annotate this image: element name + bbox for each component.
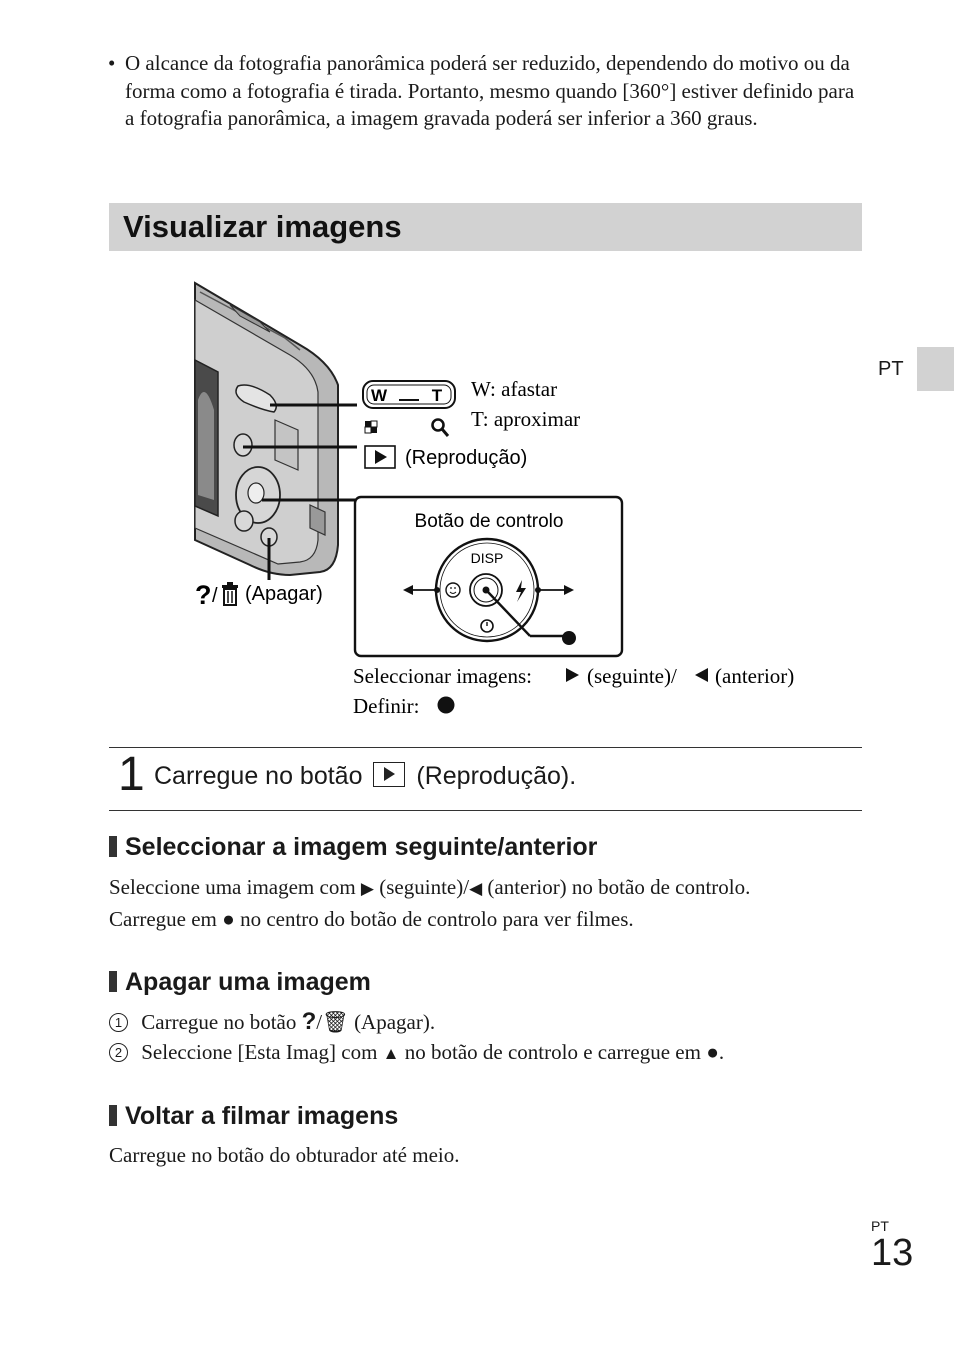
center-dot-icon: ●	[222, 907, 235, 931]
subheading-delete-text: Apagar uma imagem	[125, 968, 371, 996]
heading-marker	[109, 1105, 117, 1126]
subheading-select: Seleccionar a imagem seguinte/anterior	[109, 833, 597, 862]
left-triangle-icon: ◀	[469, 879, 483, 898]
select-caption-prev: (anterior)	[715, 664, 794, 688]
left-arrow-icon	[403, 585, 413, 595]
subheading-back-text: Voltar a filmar imagens	[125, 1102, 399, 1130]
right-triangle-icon: ▶	[360, 879, 374, 898]
step-instruction: Carregue no botão (Reprodução).	[154, 760, 576, 792]
zoom-t-letter: T	[432, 386, 443, 405]
step-circle: 1	[109, 1013, 128, 1032]
trash-icon: 🗑	[322, 1010, 349, 1034]
right-arrow-icon	[564, 585, 574, 595]
subheading-select-text: Seleccionar a imagem seguinte/anterior	[125, 833, 598, 861]
select-paragraph: Seleccione uma imagem com ▶ (seguinte)/◀…	[109, 875, 751, 931]
step-text-after: (Reprodução).	[416, 762, 577, 790]
language-tab	[917, 347, 954, 391]
intro-bullet: • O alcance da fotografia panorâmica pod…	[108, 50, 858, 133]
section-title: Visualizar imagens	[123, 209, 402, 244]
center-dot-icon: ●	[706, 1040, 719, 1064]
camera-diagram: W T W: afastar T: aproximar (Reprodução)…	[194, 281, 794, 718]
svg-text:/: /	[212, 585, 218, 607]
zoom-w-label: W: afastar	[471, 377, 557, 401]
control-wheel-icon: DISP	[434, 537, 540, 643]
magnifier-icon	[431, 418, 450, 437]
set-dot-icon	[437, 696, 455, 714]
list-item: 1 Carregue no botão ?/🗑 (Apagar).	[109, 1007, 869, 1037]
subheading-delete: Apagar uma imagem	[109, 968, 371, 997]
help-delete-icon: ? /	[195, 580, 238, 610]
disp-label: DISP	[471, 550, 504, 566]
heading-marker	[109, 971, 117, 992]
svg-text:?: ?	[195, 580, 212, 610]
step-text-before: Carregue no botão	[154, 762, 363, 790]
self-timer-icon	[480, 619, 494, 633]
select-caption-prefix: Seleccionar imagens:	[353, 664, 532, 688]
step-divider-top	[109, 747, 862, 748]
subheading-back: Voltar a filmar imagens	[109, 1102, 398, 1131]
list-item: 2 Seleccione [Esta Imag] com ▲ no botão …	[109, 1037, 869, 1069]
footer-language: PT	[871, 1218, 889, 1234]
step-number: 1	[118, 748, 145, 801]
heading-marker	[109, 836, 117, 857]
section-header: Visualizar imagens	[109, 203, 862, 251]
playback-label: (Reprodução)	[405, 447, 527, 469]
back-paragraph: Carregue no botão do obturador até meio.	[109, 1143, 460, 1167]
zoom-lever-icon: W T	[362, 380, 456, 409]
page-number: 13	[871, 1232, 914, 1274]
set-caption: Definir:	[353, 694, 419, 718]
bullet-dot: •	[108, 51, 116, 75]
select-caption: Seleccionar imagens:	[353, 664, 532, 688]
delete-steps: 1 Carregue no botão ?/🗑 (Apagar). 2 Sele…	[109, 1007, 869, 1069]
playback-button-icon	[373, 762, 406, 787]
help-icon: ?	[301, 1008, 317, 1035]
delete-label: (Apagar)	[245, 583, 323, 605]
smile-icon	[445, 582, 461, 598]
index-grid-icon	[364, 420, 378, 434]
step-circle: 2	[109, 1043, 128, 1062]
up-triangle-icon: ▲	[382, 1044, 400, 1063]
intro-text: O alcance da fotografia panorâmica poder…	[125, 51, 855, 130]
control-button-title: Botão de controlo	[415, 511, 564, 532]
next-arrow-icon	[566, 668, 579, 682]
leader-lines	[243, 403, 357, 580]
select-caption-next: (seguinte)/	[587, 664, 677, 688]
camera-illustration	[194, 281, 339, 577]
prev-arrow-icon	[695, 668, 708, 682]
zoom-w-letter: W	[371, 386, 388, 405]
center-button-dot	[562, 631, 576, 645]
language-tab-label: PT	[878, 358, 904, 380]
step-divider-bottom	[109, 810, 862, 811]
playback-icon	[364, 445, 396, 469]
zoom-t-label: T: aproximar	[471, 407, 580, 431]
flash-icon	[516, 580, 526, 602]
